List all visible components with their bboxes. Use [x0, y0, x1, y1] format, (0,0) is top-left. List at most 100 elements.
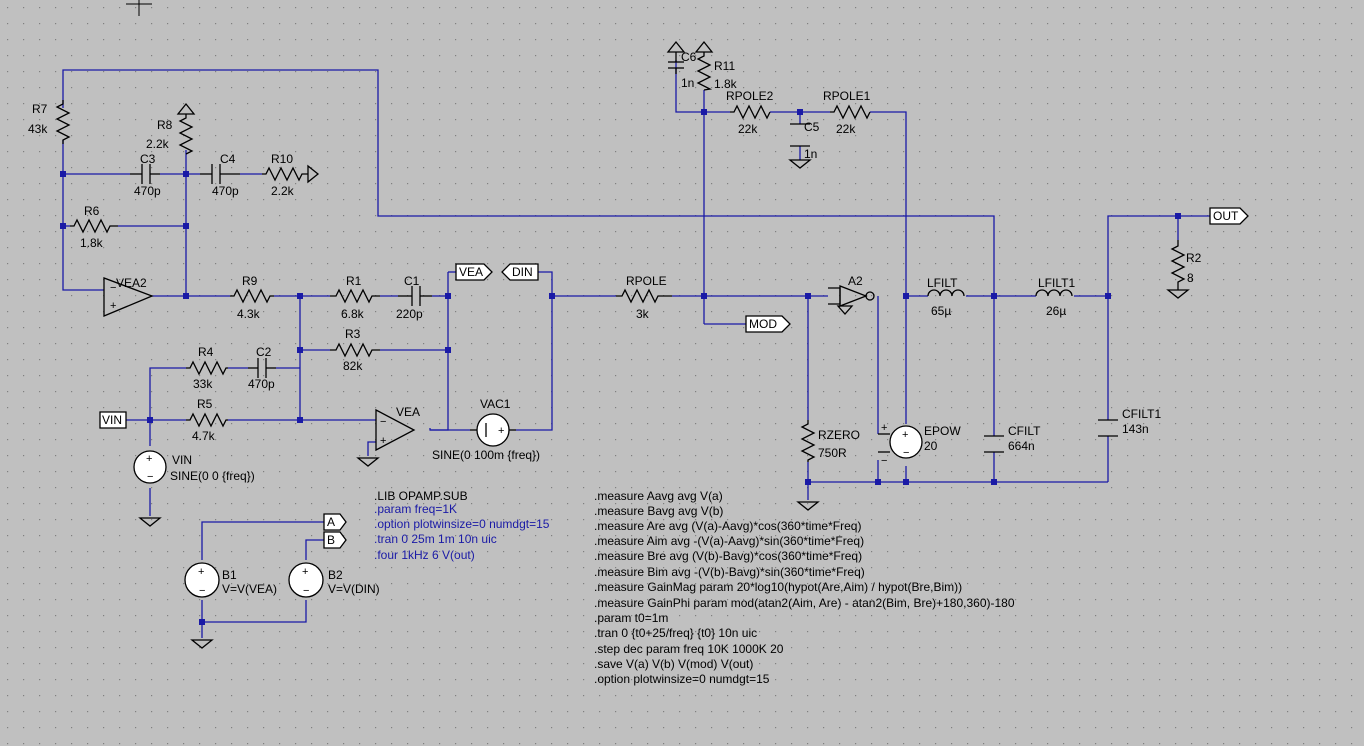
netlabel-out-text: OUT	[1213, 209, 1239, 223]
netlabel-vin[interactable]: VIN	[99, 411, 127, 429]
voltage-source-VIN[interactable]: + −	[133, 450, 167, 484]
inductor-LFILT1[interactable]	[1035, 289, 1073, 297]
netlabel-a-text: A	[327, 515, 335, 529]
r4-name: R4	[198, 345, 214, 359]
c4-name: C4	[220, 152, 236, 166]
svg-text:+: +	[110, 300, 116, 312]
svg-text:−: −	[380, 416, 386, 428]
rzero-value: 750R	[818, 446, 847, 460]
resistor-R5[interactable]	[186, 412, 228, 428]
capacitor-C3[interactable]	[130, 164, 160, 184]
capacitor-C1[interactable]	[398, 286, 432, 306]
voltage-source-VAC1[interactable]: +	[470, 413, 516, 447]
measure-line: .measure Bavg avg V(b)	[594, 504, 723, 518]
svg-text:−: −	[147, 471, 153, 483]
rpole2-value: 22k	[738, 122, 758, 136]
tran-directive-line: .tran 0 25m 1m 10n uic	[374, 532, 497, 546]
b2-name: B2	[328, 568, 343, 582]
r9-value: 4.3k	[237, 307, 261, 321]
resistor-RPOLE1[interactable]	[830, 104, 871, 120]
r5-value: 4.7k	[192, 429, 216, 443]
resistor-R4[interactable]	[186, 360, 228, 376]
resistor-R2[interactable]	[1170, 240, 1186, 290]
resistor-RZERO[interactable]	[800, 420, 816, 462]
cfilt-name: CFILT	[1008, 424, 1041, 438]
capacitor-CFILT1[interactable]	[1098, 419, 1118, 437]
opamp-VEA2[interactable]: − +	[103, 277, 154, 317]
resistor-R10[interactable]	[262, 164, 320, 184]
measure-line: .measure Bim avg -(V(b)-Bavg)*sin(360*ti…	[594, 565, 865, 579]
resistor-R9[interactable]	[230, 288, 274, 304]
c5-name: C5	[804, 120, 820, 134]
svg-text:+: +	[881, 422, 887, 434]
resistor-RPOLE2[interactable]	[730, 104, 771, 120]
r1-value: 6.8k	[341, 307, 365, 321]
capacitor-C2[interactable]	[248, 358, 276, 378]
measure-line: .option plotwinsize=0 numdgt=15	[594, 672, 770, 686]
inductor-LFILT[interactable]	[927, 289, 965, 297]
junction-dots	[60, 109, 1181, 625]
rpole1-value: 22k	[836, 122, 856, 136]
measure-line: .tran 0 {t0+25/freq} {t0} 10n uic	[594, 626, 757, 640]
cursor-crosshair	[126, 0, 152, 16]
measure-directives[interactable]: .measure Aavg avg V(a) .measure Bavg avg…	[594, 489, 1015, 686]
svg-text:−: −	[303, 585, 309, 597]
svg-text:+: +	[902, 429, 908, 441]
r11-name: R11	[714, 59, 735, 73]
capacitor-C6[interactable]	[666, 40, 686, 74]
option-directive-line: .option plotwinsize=0 numdgt=15	[374, 517, 550, 531]
source-EPOW[interactable]: + − + −	[878, 422, 923, 467]
resistor-R6[interactable]	[70, 218, 118, 234]
capacitor-CFILT[interactable]	[984, 435, 1004, 453]
resistor-R3[interactable]	[330, 342, 380, 358]
vac1-value: SINE(0 100m {freq})	[432, 448, 540, 462]
epow-value: 20	[924, 439, 938, 453]
svg-text:+: +	[498, 425, 504, 437]
resistor-R1[interactable]	[330, 288, 380, 304]
resistor-R11[interactable]	[694, 40, 714, 91]
resistor-R8[interactable]	[176, 102, 196, 155]
netlabel-din[interactable]: DIN	[501, 263, 539, 281]
gate-A2[interactable]	[828, 285, 875, 307]
b1-name: B1	[222, 568, 237, 582]
source-B1[interactable]: + −	[184, 562, 220, 598]
netlabel-mod[interactable]: MOD	[745, 315, 791, 333]
spice-directives[interactable]: .LIB OPAMP.SUB .param freq=1K .option pl…	[374, 489, 550, 562]
svg-text:+: +	[146, 453, 152, 465]
resistor-R7[interactable]	[55, 100, 71, 144]
source-B2[interactable]: + −	[288, 562, 324, 598]
netlabel-a[interactable]: A	[323, 513, 347, 531]
c6-value: 1n	[681, 76, 694, 90]
r10-value: 2.2k	[271, 184, 295, 198]
cfilt1-name: CFILT1	[1122, 407, 1161, 421]
netlabel-din-text: DIN	[512, 265, 533, 279]
c2-value: 470p	[248, 377, 275, 391]
opamp-VEA[interactable]: − +	[375, 408, 416, 452]
lib-directive: .LIB OPAMP.SUB	[374, 489, 468, 503]
svg-text:+: +	[302, 566, 308, 578]
r9-name: R9	[242, 274, 258, 288]
c1-name: C1	[404, 274, 420, 288]
resistor-RPOLE[interactable]	[616, 288, 672, 304]
netlabel-out[interactable]: OUT	[1209, 207, 1249, 225]
r7-value: 43k	[28, 122, 48, 136]
lfilt1-name: LFILT1	[1038, 276, 1075, 290]
r1-name: R1	[346, 274, 362, 288]
b2-value: V=V(DIN)	[328, 582, 380, 596]
svg-text:+: +	[380, 435, 386, 447]
measure-line: .measure GainMag param 20*log10(hypot(Ar…	[594, 580, 962, 594]
netlabel-b[interactable]: B	[323, 531, 347, 549]
measure-line: .step dec param freq 10K 1000K 20	[594, 642, 784, 656]
measure-line: .measure Aavg avg V(a)	[594, 489, 723, 503]
capacitor-C5[interactable]	[790, 123, 810, 147]
c3-name: C3	[140, 152, 156, 166]
param-directive-line: .param freq=1K	[374, 502, 457, 516]
svg-text:−: −	[199, 585, 205, 597]
netlabel-vea[interactable]: VEA	[455, 263, 493, 281]
capacitor-C4[interactable]	[200, 164, 240, 184]
c2-name: C2	[256, 345, 272, 359]
netlabel-b-text: B	[327, 533, 335, 547]
epow-name: EPOW	[924, 424, 961, 438]
svg-text:−: −	[881, 455, 887, 467]
